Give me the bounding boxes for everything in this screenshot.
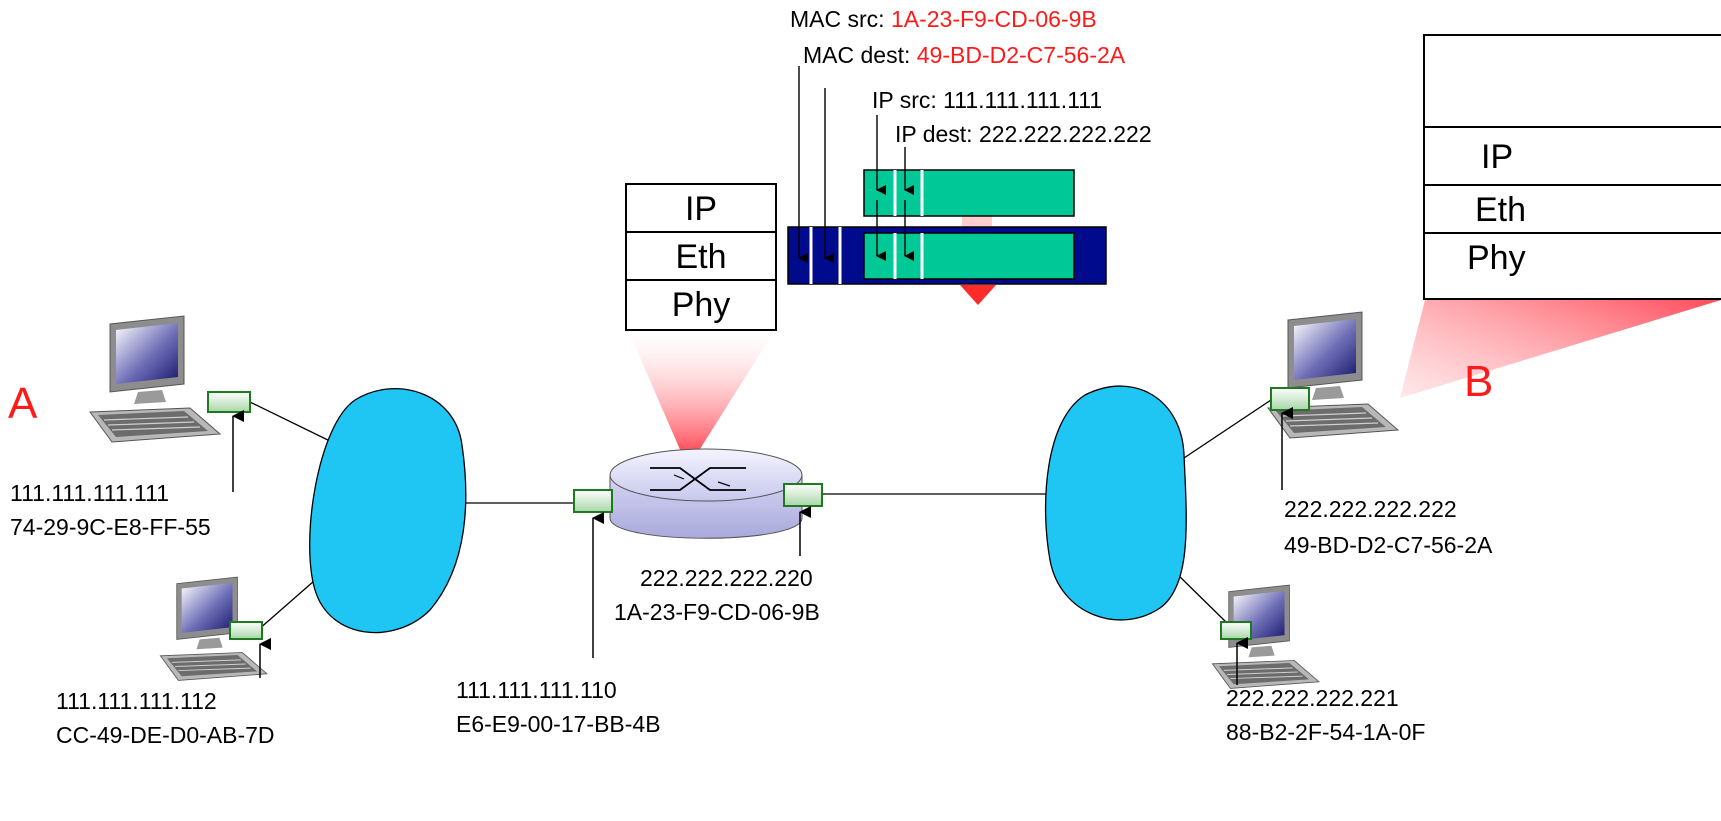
host-a-computer-icon — [89, 315, 221, 443]
nic-host-a2 — [229, 621, 263, 640]
host-a2-ip: 111.111.111.112 — [56, 688, 217, 714]
router-left-ip: 111.111.111.110 — [456, 677, 617, 703]
nic-host-b2 — [1220, 621, 1252, 640]
mac-dest-caption: MAC dest: — [803, 42, 911, 68]
router-protocol-stack: IP Eth Phy — [625, 183, 777, 331]
host-a-ip: 111.111.111.111 — [10, 480, 170, 506]
host-a2-mac: CC-49-DE-D0-AB-7D — [56, 722, 275, 748]
host-b2-mac: 88-B2-2F-54-1A-0F — [1226, 719, 1426, 745]
encapsulated-datagram — [863, 232, 1075, 280]
host-b-computer-icon — [1267, 311, 1399, 439]
host-a-mac: 74-29-9C-E8-FF-55 — [10, 514, 211, 540]
nic-router-left — [573, 489, 613, 513]
router-right-ip: 222.222.222.220 — [640, 565, 813, 591]
mac-src-label: MAC src: 1A-23-F9-CD-06-9B — [790, 6, 1097, 33]
nic-host-b — [1270, 387, 1310, 411]
ip-dest-label: IP dest: 222.222.222.222 — [895, 121, 1152, 147]
ip-datagram — [863, 169, 1075, 217]
stack-layer-eth: Eth — [627, 233, 775, 281]
ip-src-label: IP src: 111.111.111.111 — [872, 87, 1103, 113]
header-field-pointers — [798, 66, 914, 263]
host-b-mac: 49-BD-D2-C7-56-2A — [1284, 532, 1493, 558]
mac-dest-value: 49-BD-D2-C7-56-2A — [916, 42, 1126, 68]
nic-host-a — [207, 391, 251, 413]
stack-layer-eth: Eth — [1425, 186, 1721, 234]
mac-src-caption: MAC src: — [790, 6, 885, 32]
network-links — [249, 397, 1275, 631]
host-b-stack-cone — [1400, 275, 1721, 398]
host-b2-ip: 222.222.222.221 — [1226, 685, 1399, 711]
subnet-right-cloud — [1044, 385, 1187, 621]
mac-src-value: 1A-23-F9-CD-06-9B — [890, 6, 1097, 32]
router-stack-cone — [628, 330, 775, 468]
stack-upper-layers — [1425, 36, 1721, 128]
host-b-letter: B — [1464, 357, 1494, 406]
host-b-ip: 222.222.222.222 — [1284, 496, 1457, 522]
router-right-mac: 1A-23-F9-CD-06-9B — [614, 599, 820, 625]
subnet-left-cloud — [309, 388, 467, 634]
stack-layer-ip: IP — [1425, 128, 1721, 186]
mac-dest-label: MAC dest: 49-BD-D2-C7-56-2A — [803, 42, 1125, 69]
stack-layer-phy: Phy — [671, 286, 731, 324]
stack-layer-phy: Phy — [1467, 239, 1526, 277]
frame-pointer-triangle — [960, 285, 996, 305]
stack-layer-ip: IP — [627, 185, 775, 233]
router-icon — [609, 448, 803, 539]
host-b-protocol-stack: IP Eth Phy — [1423, 34, 1721, 300]
host-a-letter: A — [8, 379, 38, 428]
nic-adapters — [207, 387, 1310, 640]
router-left-mac: E6-E9-00-17-BB-4B — [456, 711, 661, 737]
nic-router-right — [783, 483, 823, 507]
